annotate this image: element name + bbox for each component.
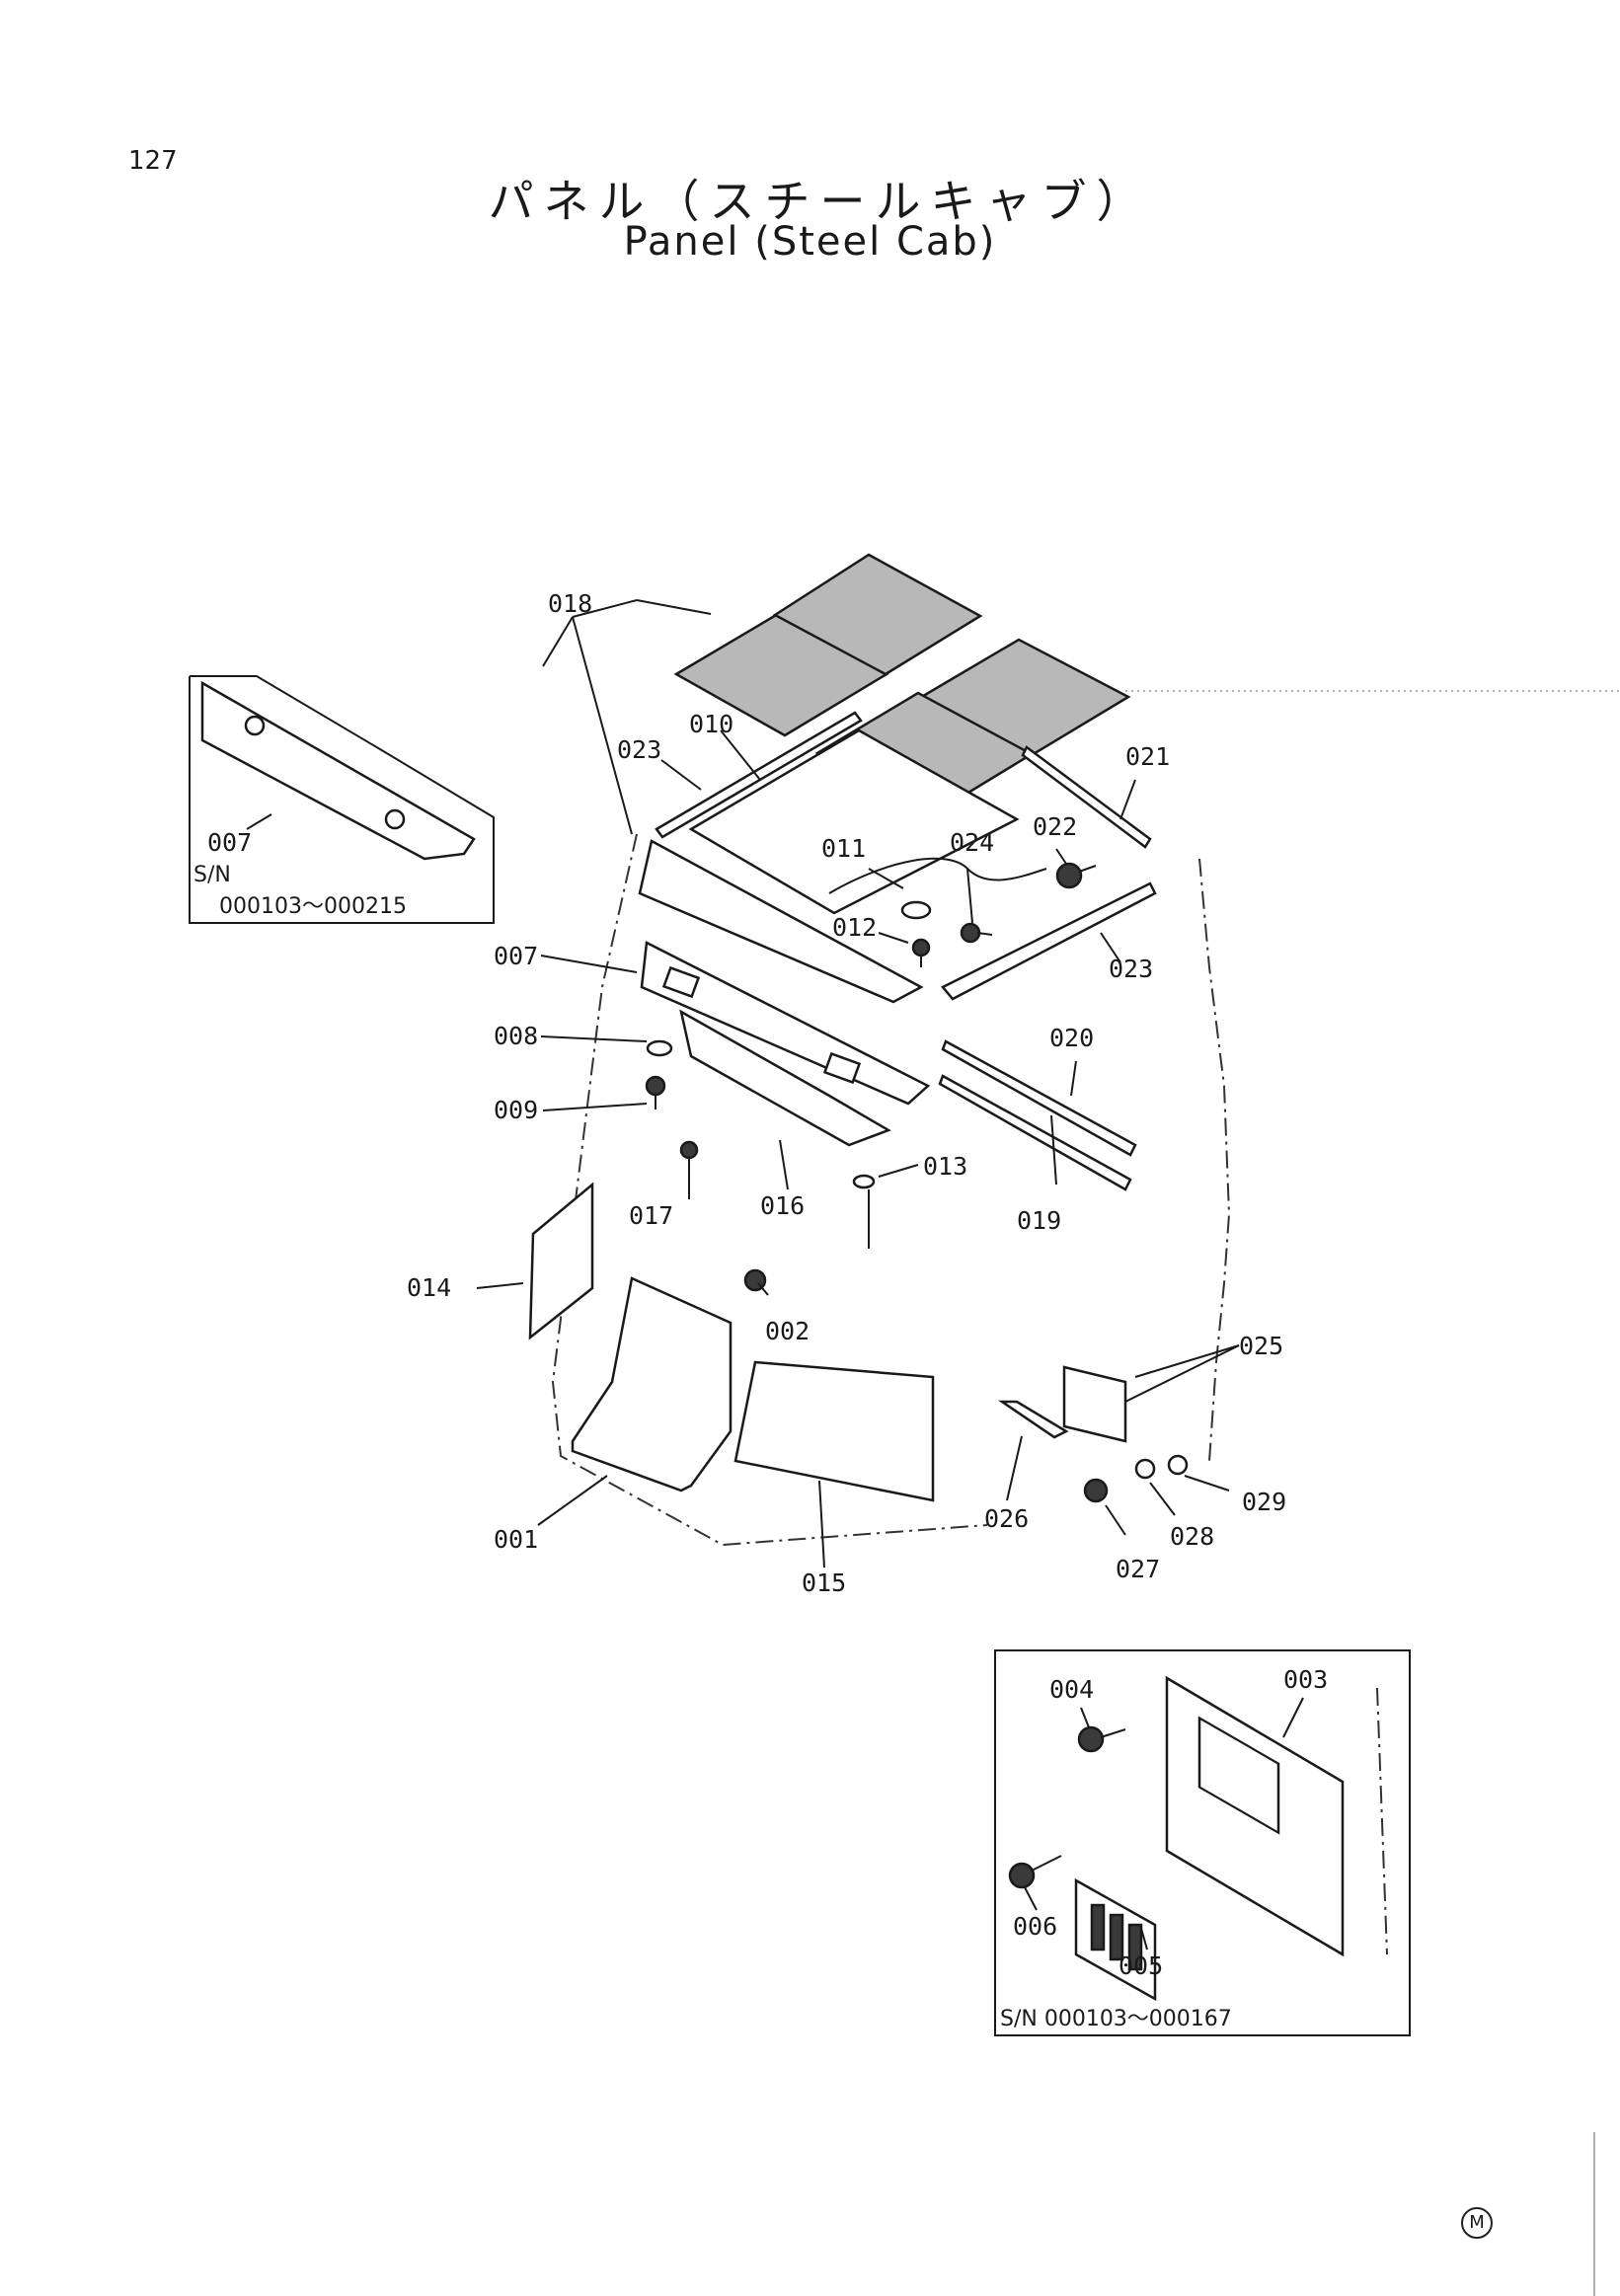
label-013: 013	[923, 1152, 967, 1181]
part-023-upper	[655, 711, 863, 839]
label-029: 029	[1242, 1488, 1286, 1516]
washer-028	[1134, 1458, 1156, 1480]
label-009: 009	[494, 1096, 538, 1124]
label-001: 001	[494, 1525, 538, 1554]
label-008: 008	[494, 1022, 538, 1050]
bolt-027	[1083, 1478, 1109, 1503]
label-016: 016	[760, 1191, 805, 1220]
page-number: 127	[128, 146, 178, 176]
label-012: 012	[832, 913, 877, 942]
inset-knob-006	[1008, 1862, 1036, 1889]
inset-left-sn-range: 000103～000215	[219, 894, 407, 919]
label-011: 011	[821, 834, 866, 863]
part-007-front	[638, 839, 924, 1004]
label-023: 023	[617, 735, 661, 764]
cable-011	[828, 857, 1047, 894]
label-022: 022	[1033, 812, 1077, 841]
inset-label-004: 004	[1049, 1675, 1094, 1704]
part-010	[688, 728, 1020, 915]
label-017: 017	[629, 1201, 673, 1230]
manufacturer-mark: M	[1461, 2207, 1493, 2239]
inset-label-003: 003	[1283, 1665, 1328, 1694]
part-015	[733, 1360, 935, 1502]
label-019: 019	[1017, 1206, 1061, 1235]
part-026	[997, 1400, 1069, 1439]
panel-cutout	[822, 1051, 862, 1085]
label-025: 025	[1239, 1332, 1283, 1360]
page-title-english: Panel (Steel Cab)	[623, 219, 997, 265]
inset-label-005: 005	[1119, 1952, 1163, 1980]
part-014	[528, 1182, 594, 1340]
roof-panels	[673, 553, 1131, 817]
label-010: 010	[689, 710, 733, 738]
inset-left-sn: S/N	[193, 863, 231, 887]
inset-left-label: 007	[207, 828, 252, 857]
part-025	[1062, 1365, 1127, 1443]
label-015: 015	[802, 1569, 846, 1597]
leader-lines	[476, 599, 1240, 1569]
label-002: 002	[765, 1317, 810, 1345]
part-019	[938, 1074, 1132, 1191]
label-007: 007	[494, 942, 538, 970]
inset-left: 007 S/N 000103～000215	[189, 675, 495, 924]
inset-part-007	[200, 680, 476, 861]
page-title-japanese: パネル（スチールキャブ）	[488, 175, 1152, 228]
label-024: 024	[950, 828, 994, 857]
part-016	[679, 1009, 891, 1147]
cab-outline	[551, 833, 1231, 1547]
washer-029	[1167, 1454, 1189, 1476]
inset-label-006: 006	[1013, 1912, 1057, 1941]
fasteners	[645, 862, 1097, 1292]
label-014: 014	[407, 1273, 451, 1302]
label-020: 020	[1049, 1024, 1094, 1052]
inset-right-sn: S/N 000103～000167	[1000, 2007, 1232, 2031]
part-021	[1021, 745, 1152, 849]
label-027: 027	[1116, 1555, 1160, 1583]
label-021: 021	[1125, 742, 1170, 771]
inset-screw-004	[1077, 1725, 1105, 1753]
part-023-lower	[941, 881, 1157, 1001]
inset-right: 004 003 006 005 S/N 000103～000167	[994, 1649, 1411, 2036]
part-020	[941, 1039, 1137, 1157]
label-026: 026	[984, 1504, 1029, 1533]
label-018: 018	[548, 589, 592, 618]
panel-cutout	[661, 965, 701, 999]
label-023: 023	[1109, 955, 1153, 983]
label-028: 028	[1170, 1522, 1214, 1551]
part-001	[571, 1276, 733, 1492]
